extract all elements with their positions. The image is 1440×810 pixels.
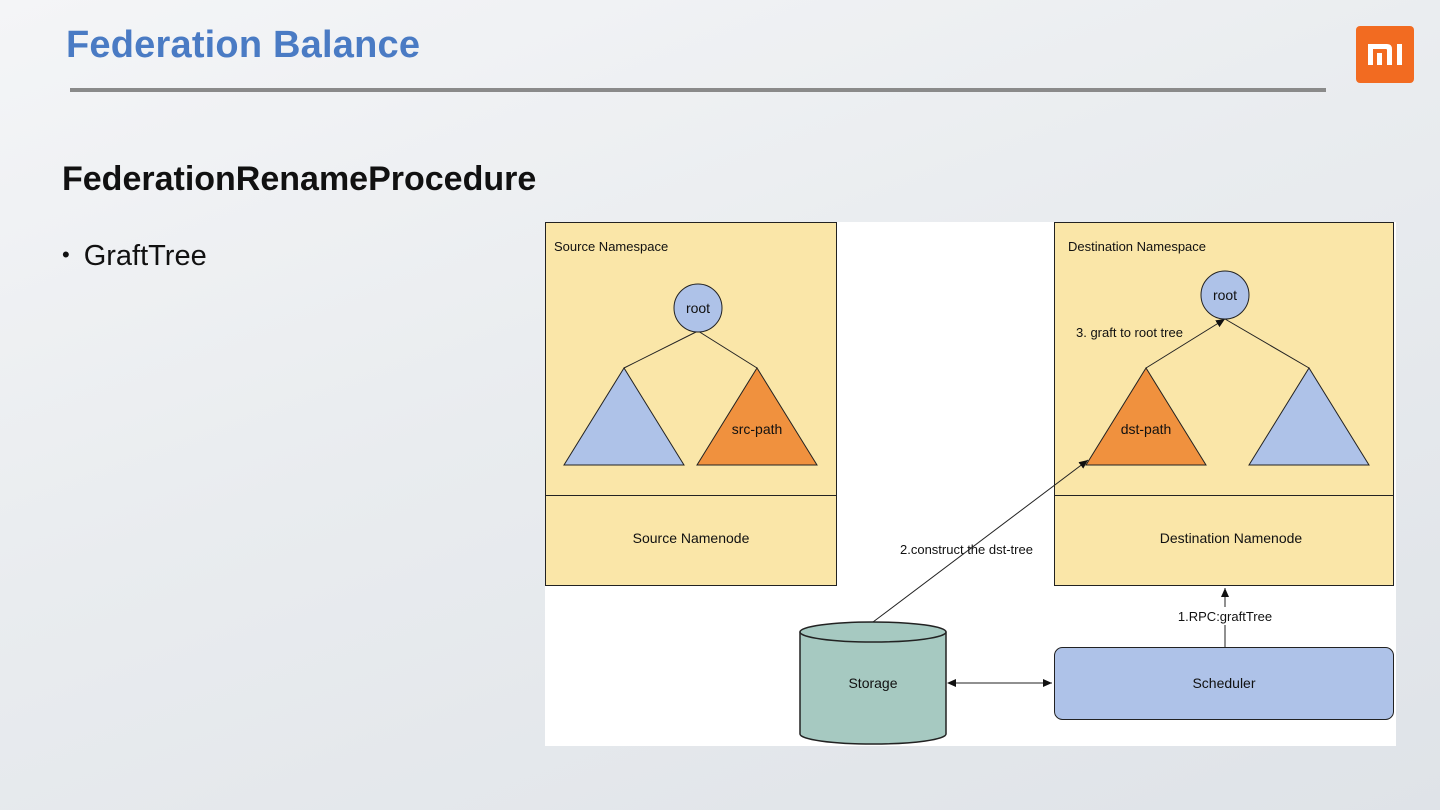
rpc-label-bg (1173, 607, 1277, 625)
source-left-subtree (563, 367, 685, 466)
destination-root-node (1200, 270, 1250, 320)
destination-namenode-label: Destination Namenode (1160, 530, 1303, 546)
source-root-node (673, 283, 723, 333)
source-root-label: root (686, 300, 710, 316)
bullet-dot: • (62, 242, 70, 267)
construct-arrow (872, 459, 1089, 623)
dst-path-subtree (1085, 367, 1207, 466)
source-edge-right (697, 330, 758, 369)
source-edge-left (623, 330, 699, 369)
graft-tree-diagram: Source Namespace Source Namenode root sr… (545, 222, 1396, 746)
storage-label: Storage (848, 675, 897, 691)
bullet-text: GraftTree (83, 240, 207, 272)
destination-right-subtree (1248, 367, 1370, 466)
destination-root-label: root (1213, 287, 1237, 303)
construct-step-label: 2.construct the dst-tree (900, 542, 1033, 557)
destination-edge-right (1224, 318, 1310, 369)
slide-title: Federation Balance (66, 24, 421, 66)
graft-step-label: 3. graft to root tree (1076, 325, 1183, 340)
storage-cylinder (799, 632, 947, 745)
section-heading: FederationRenameProcedure (62, 160, 537, 198)
scheduler-label: Scheduler (1192, 675, 1255, 691)
source-namespace-label: Source Namespace (554, 239, 668, 254)
destination-namenode-box (1054, 495, 1394, 586)
source-namenode-box (545, 495, 837, 586)
destination-namespace-label: Destination Namespace (1068, 239, 1206, 254)
graft-arrow (1145, 318, 1226, 369)
source-namenode-label: Source Namenode (633, 530, 750, 546)
rpc-step-label: 1.RPC:graftTree (1178, 609, 1272, 624)
bullet-item: • GraftTree (62, 240, 207, 273)
dst-path-label: dst-path (1121, 421, 1172, 437)
mi-logo-icon (1356, 26, 1414, 83)
src-path-label: src-path (732, 421, 783, 437)
title-divider (70, 88, 1326, 92)
scheduler-box (1054, 647, 1394, 720)
storage-cylinder-top (799, 621, 947, 643)
src-path-subtree (696, 367, 818, 466)
